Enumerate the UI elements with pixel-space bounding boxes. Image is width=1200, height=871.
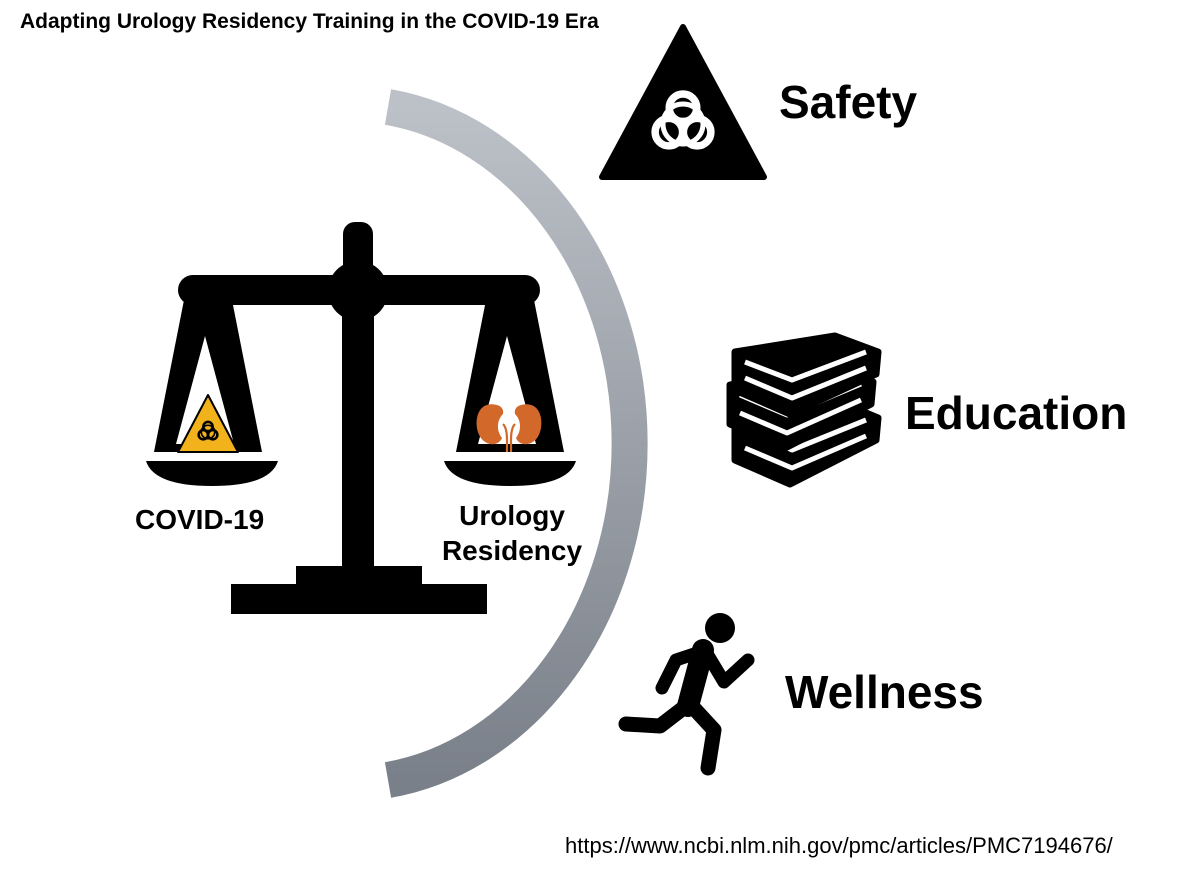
shield-arc [384,89,648,798]
residency-label-line2: Residency [441,535,583,566]
running-person-icon [618,613,755,776]
covid-pan-label: COVID-19 [135,504,265,535]
safety-label: Safety [779,76,918,128]
page-title: Adapting Urology Residency Training in t… [20,10,599,33]
covid-hazard-icon [177,394,239,453]
wellness-label: Wellness [785,666,984,718]
residency-label-line1: Urology [459,500,565,531]
books-stack-icon [726,332,882,488]
education-label: Education [905,387,1128,439]
source-url[interactable]: https://www.ncbi.nlm.nih.gov/pmc/article… [565,833,1113,858]
biohazard-triangle-icon [599,24,767,180]
residency-pan-label: Urology Residency [432,498,592,568]
kidneys-icon [476,404,542,452]
